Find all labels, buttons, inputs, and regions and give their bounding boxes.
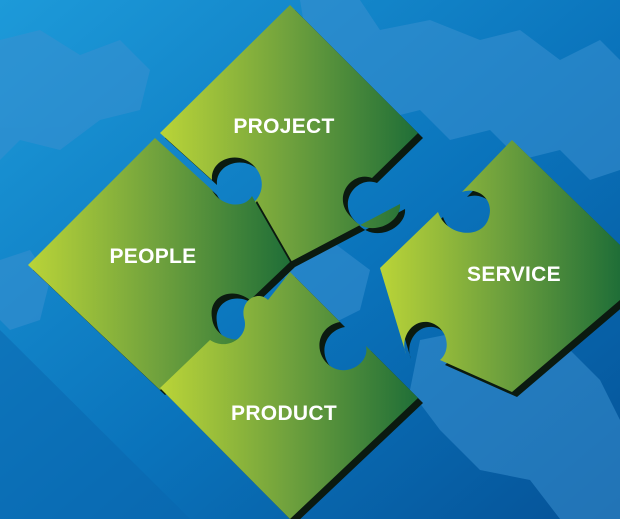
map-landmass-south [410,330,620,519]
puzzle-piece-people: PEOPLE [28,138,295,395]
map-landmass-north [0,30,150,160]
puzzle-piece-project: PROJECT [160,5,423,267]
product-label: PRODUCT [231,402,337,425]
people-piece-shape [28,138,290,390]
service-piece-shape [380,140,620,392]
map-landmass-east [300,0,620,180]
service-label: SERVICE [467,263,561,286]
product-piece-shape [160,272,418,519]
puzzle-piece-product: PRODUCT [160,272,423,519]
people-label: PEOPLE [110,245,197,268]
puzzle-piece-service: SERVICE [380,140,620,397]
project-label: PROJECT [233,115,334,138]
project-piece-shape [160,5,418,262]
background-stripe [0,330,190,519]
